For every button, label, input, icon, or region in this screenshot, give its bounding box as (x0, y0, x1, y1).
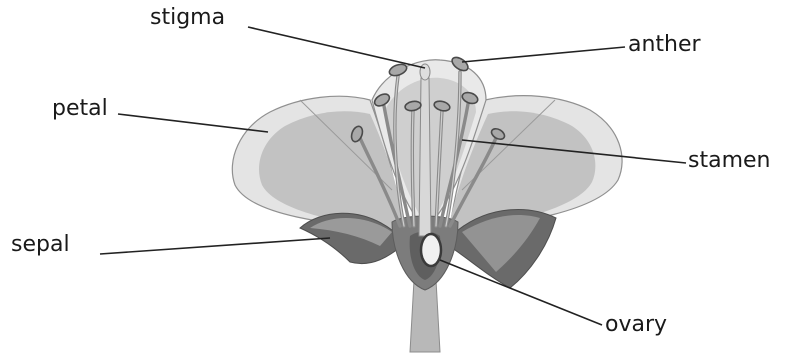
label-petal: petal (52, 98, 108, 120)
style (419, 78, 431, 236)
stem (410, 280, 440, 352)
label-sepal: sepal (11, 234, 70, 256)
label-ovary: ovary (605, 314, 667, 336)
leader-sepal (100, 238, 330, 254)
ovule (421, 234, 441, 266)
leader-anther (462, 47, 625, 62)
label-anther: anther (628, 34, 701, 56)
leader-stigma (248, 27, 425, 68)
label-stigma: stigma (150, 7, 225, 29)
leader-petal (118, 114, 268, 132)
label-stamen: stamen (688, 150, 770, 172)
